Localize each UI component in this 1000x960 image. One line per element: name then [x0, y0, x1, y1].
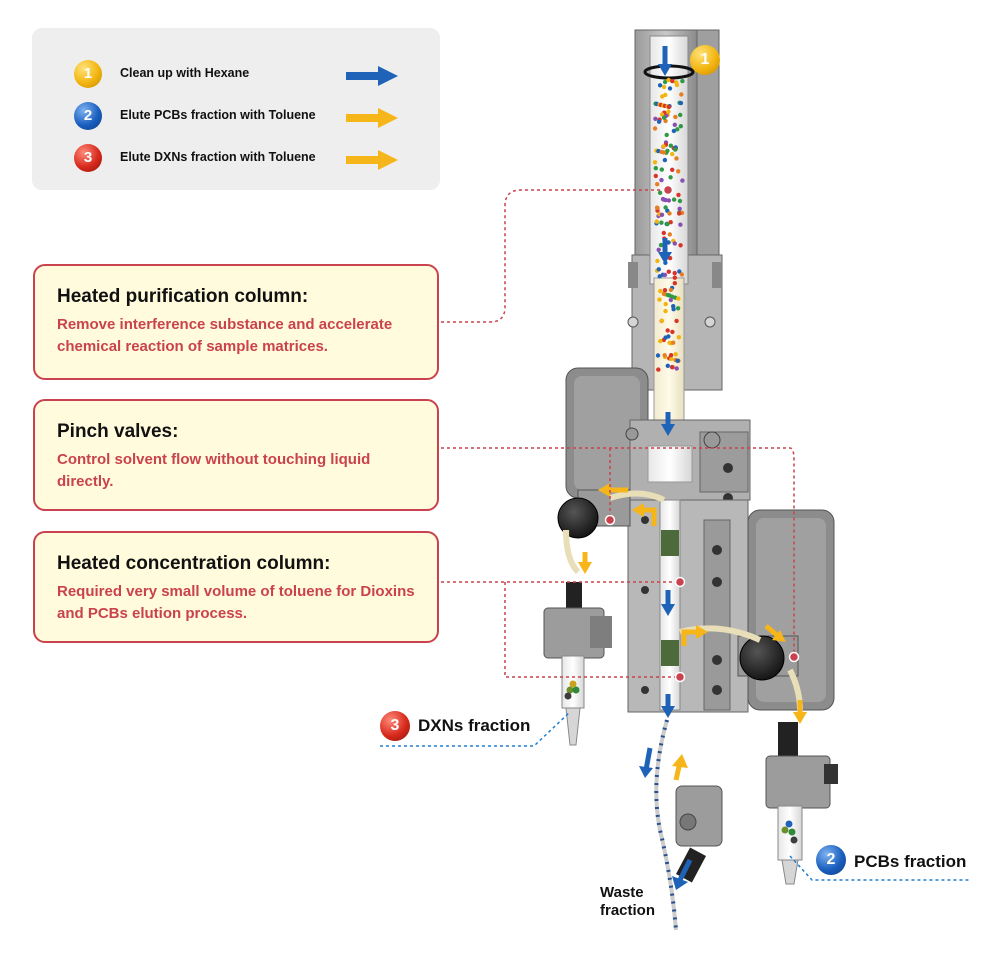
pcbs-collection-vial	[765, 722, 838, 885]
callout-title: Heated concentration column:	[57, 553, 331, 574]
purification-column	[643, 35, 695, 449]
fraction-pointer-lines	[380, 711, 970, 881]
pcbs-badge: 2	[816, 845, 846, 875]
callout-title: Pinch valves:	[57, 421, 179, 442]
legend-label: Elute PCBs fraction with Toluene	[120, 108, 316, 122]
legend: 1 Clean up with Hexane 2 Elute PCBs frac…	[32, 28, 440, 190]
legend-item-hexane: 1 Clean up with Hexane	[32, 54, 440, 94]
callout-description: Control solvent flow without touching li…	[57, 451, 371, 490]
valve-block	[565, 367, 835, 713]
yellow-arrow-icon	[346, 108, 398, 128]
yellow-arrow-icon	[346, 150, 398, 170]
dxns-collection-vial	[543, 582, 612, 746]
sorbent-particles	[652, 77, 685, 372]
blue-arrow-icon	[346, 66, 398, 86]
pcbs-fraction-label: PCBs fraction	[854, 852, 967, 871]
callout-concentration-column: Heated concentration column: Required ve…	[33, 531, 439, 643]
callout-leader-lines	[441, 189, 795, 678]
step-1-badge: 1	[74, 60, 102, 88]
callout-description: Required very small volume of toluene fo…	[57, 583, 415, 622]
step-1-badge: 1	[690, 45, 720, 75]
callout-title: Heated purification column:	[57, 286, 309, 307]
pinch-valve-left	[557, 489, 666, 575]
waste-fraction-label: Waste fraction	[600, 884, 655, 920]
legend-item-dxns: 3 Elute DXNs fraction with Toluene	[32, 138, 440, 178]
dxns-fraction-label: DXNs fraction	[418, 716, 531, 735]
step-2-badge: 2	[74, 102, 102, 130]
legend-label: Elute DXNs fraction with Toluene	[120, 150, 316, 164]
legend-label: Clean up with Hexane	[120, 66, 250, 80]
legend-item-pcbs: 2 Elute PCBs fraction with Toluene	[32, 96, 440, 136]
step-3-badge: 3	[74, 144, 102, 172]
callout-pinch-valves: Pinch valves: Control solvent flow witho…	[33, 399, 439, 511]
callout-description: Remove interference substance and accele…	[57, 316, 393, 355]
callout-purification-column: Heated purification column: Remove inter…	[33, 264, 439, 380]
waste-outlet	[654, 719, 723, 931]
flow-arrows	[578, 46, 807, 890]
waste-label-line: Waste	[600, 884, 644, 901]
pinch-valve-right	[679, 625, 803, 711]
waste-label-line: fraction	[600, 902, 656, 919]
leader-endpoints	[604, 184, 800, 683]
dxns-badge: 3	[380, 711, 410, 741]
